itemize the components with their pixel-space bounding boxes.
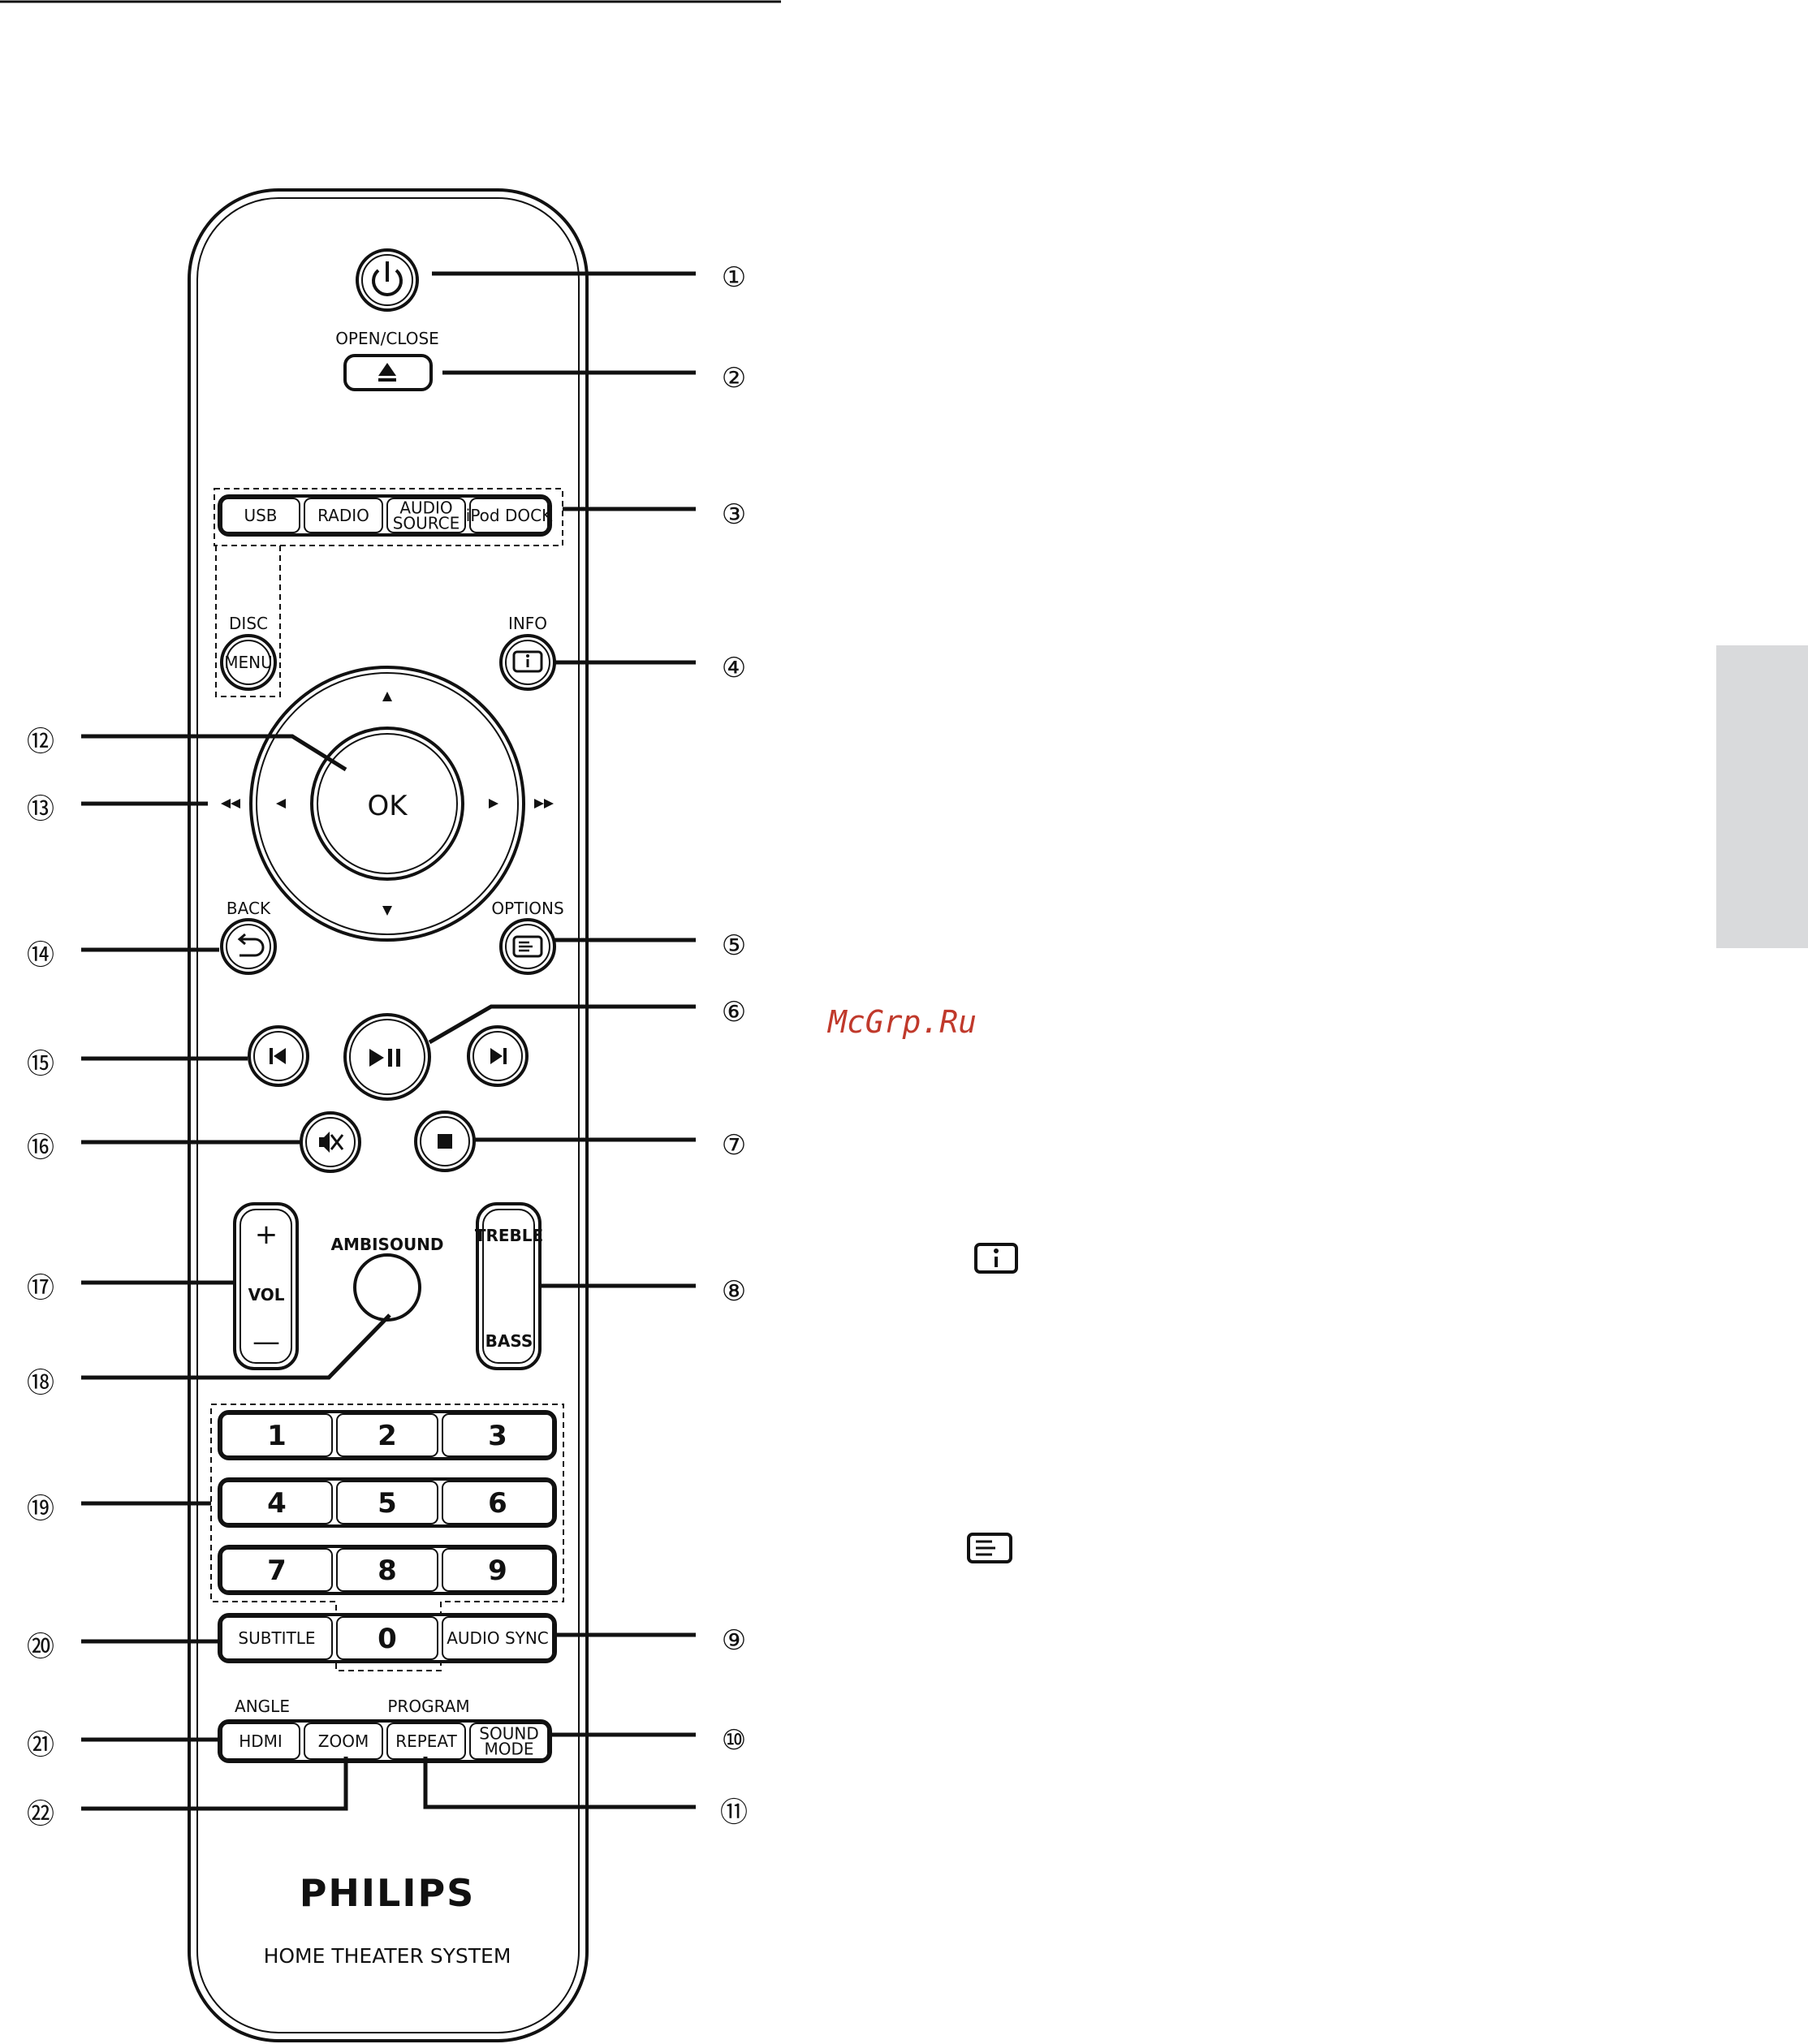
digit-8-label: 8 [378,1555,397,1587]
callout-6: ⑥ [722,996,746,1028]
digit-7-label: 7 [267,1555,287,1587]
callout-9: ⑨ [722,1624,746,1657]
callout-20: ⑳ [27,1631,54,1663]
callout-4: ④ [722,652,746,684]
volume-up-label: + [255,1218,278,1251]
ambisound-label: AMBISOUND [330,1235,443,1254]
disc-label: DISC [229,614,268,633]
volume-down-label: — [252,1326,280,1358]
info-label: INFO [508,614,547,633]
callout-7: ⑦ [722,1129,746,1162]
callout-10: ⑩ [722,1724,746,1757]
callout-11: ⑪ [720,1796,748,1829]
open-close-label: OPEN/CLOSE [335,329,439,348]
source-label-3-2: SOURCE [393,514,460,533]
source-label-4: iPod DOCK [466,506,553,525]
callout-13: ⑬ [27,793,54,826]
callout-15: ⑮ [27,1048,54,1080]
digit-2-label: 2 [378,1420,397,1452]
callout-22: ㉒ [27,1798,54,1831]
digit-5-label: 5 [378,1487,397,1520]
rewind-icon [221,799,240,809]
back-button[interactable] [222,920,275,973]
callout-8: ⑧ [722,1275,746,1308]
callout-21: ㉑ [27,1729,54,1762]
callout-2: ② [722,362,746,395]
callout-1: ① [722,261,746,294]
numpad: 1 2 3 4 5 6 7 8 9 [219,1412,555,1593]
row-zero: SUBTITLE 0 AUDIO SYNC [219,1615,555,1662]
watermark: McGrp.Ru [826,1004,977,1040]
callout-12: ⑫ [27,726,54,758]
fast-forward-icon [534,799,554,809]
bottom-label-3: REPEAT [395,1731,457,1751]
callout-18: ⑱ [27,1367,54,1399]
callout-3: ③ [722,498,746,531]
vol-label: VOL [248,1285,285,1304]
mute-button[interactable] [301,1113,360,1171]
digit-6-label: 6 [488,1487,507,1520]
angle-label: ANGLE [235,1697,290,1716]
brand-logo: PHILIPS [300,1871,476,1915]
source-label-2: RADIO [317,506,369,525]
program-label: PROGRAM [387,1697,469,1716]
side-tab [1716,645,1808,948]
callout-5: ⑤ [722,929,746,962]
digit-1-label: 1 [267,1420,287,1452]
callout-16: ⑯ [27,1132,54,1164]
stop-icon [438,1134,452,1149]
bottom-label-1: HDMI [239,1731,283,1751]
callout-17: ⑰ [27,1272,54,1304]
callout-14: ⑭ [27,939,54,972]
treble-label: TREBLE [475,1226,543,1245]
menu-label: MENU [224,653,273,672]
source-label-1: USB [244,506,277,525]
digit-3-label: 3 [488,1420,507,1452]
digit-0-label: 0 [378,1623,397,1655]
callout-19: ⑲ [27,1493,54,1525]
product-subtitle: HOME THEATER SYSTEM [264,1944,511,1968]
digit-9-label: 9 [488,1555,507,1587]
back-label: BACK [227,899,271,918]
options-icon [969,1534,1011,1562]
bottom-label-4-2: MODE [484,1740,533,1759]
subtitle-label: SUBTITLE [238,1628,315,1648]
play-pause-button[interactable] [345,1015,429,1099]
bottom-label-2: ZOOM [318,1731,369,1751]
audio-sync-label: AUDIO SYNC [447,1628,549,1648]
ambisound-button[interactable] [355,1255,420,1320]
bass-label: BASS [485,1331,533,1351]
digit-4-label: 4 [267,1487,287,1520]
options-label: OPTIONS [491,899,563,918]
info-icon [976,1244,1016,1272]
ok-label: OK [367,790,408,822]
